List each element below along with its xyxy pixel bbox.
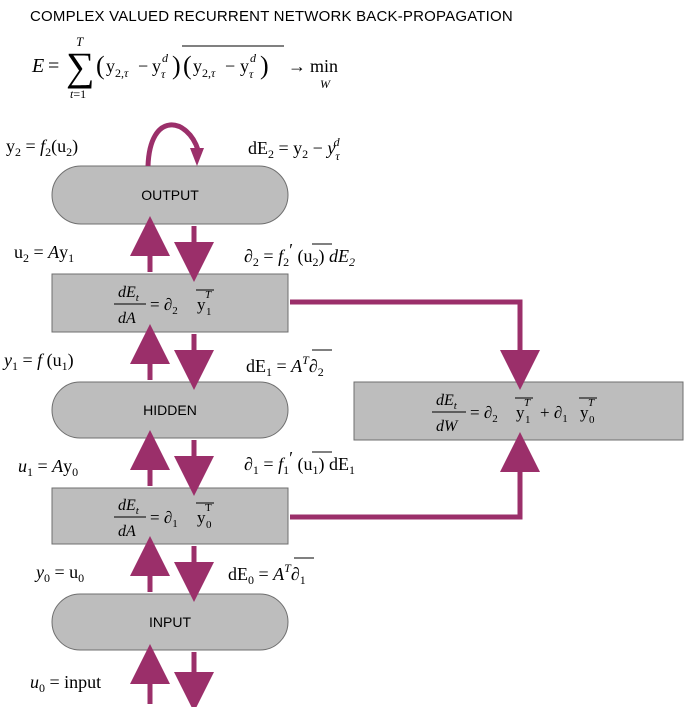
svg-text:0: 0 — [206, 519, 212, 531]
svg-text:y: y — [152, 56, 161, 76]
svg-text:(: ( — [96, 51, 105, 80]
loop-arrow-icon — [145, 122, 201, 167]
svg-text:y: y — [197, 295, 206, 314]
error-formula: E = ∑ T t=1 ( y 2,τ − y d τ ) ( y 2,τ − … — [31, 34, 338, 101]
svg-text:0: 0 — [589, 414, 595, 426]
output-label: OUTPUT — [141, 187, 199, 203]
gradient-box-dA-upper — [51, 273, 289, 333]
svg-text:dEt: dEt — [118, 284, 140, 304]
gradient-formula-dW: dEt dW = ∂2 y 1 T + ∂1 y 0 T — [432, 392, 597, 435]
eq-dE2: dE2 = y2 − yτd — [248, 135, 341, 163]
svg-text:T: T — [205, 502, 212, 514]
hidden-label: HIDDEN — [143, 402, 197, 418]
svg-text:W: W — [320, 77, 331, 91]
svg-text:y: y — [106, 56, 115, 76]
svg-text:min: min — [310, 56, 338, 76]
eq-dE0: dE0 = AT∂1 — [228, 561, 306, 587]
svg-text:∑: ∑ — [66, 44, 95, 89]
svg-text:dEt: dEt — [118, 497, 140, 517]
svg-text:= ∂1: = ∂1 — [150, 508, 178, 530]
eq-u2: u2 = Ay1 — [14, 242, 74, 265]
svg-text:τ: τ — [161, 67, 166, 81]
svg-text:(: ( — [183, 51, 192, 80]
svg-text:T: T — [76, 34, 84, 49]
svg-text:dA: dA — [118, 310, 136, 327]
svg-text:y: y — [580, 403, 589, 422]
eq-y1: y1 = f (u1) — [2, 350, 74, 373]
svg-text:y: y — [516, 403, 525, 422]
eq-u1: u1 = Ay0 — [18, 456, 78, 479]
svg-text:T: T — [588, 397, 595, 409]
eq-delta1: ∂1 = f1′ (u1) dE1 — [244, 448, 355, 477]
gradient-box-dW — [353, 381, 684, 441]
svg-text:t=1: t=1 — [70, 87, 86, 101]
svg-text:dW: dW — [436, 418, 459, 435]
eq-y0: y0 = u0 — [34, 562, 84, 585]
arrow-icon — [290, 432, 540, 520]
svg-text:y: y — [197, 508, 206, 527]
svg-text:1: 1 — [525, 414, 531, 426]
flow-arrows — [130, 122, 540, 707]
svg-text:+ ∂1: + ∂1 — [540, 403, 568, 425]
svg-text:−: − — [225, 56, 235, 76]
eq-delta2: ∂2 = f2′ (u2) dE2 — [244, 240, 355, 269]
output-node — [51, 165, 289, 225]
eq-dE1: dE1 = AT∂2 — [246, 353, 324, 379]
gradient-formula-lower: dEt dA = ∂1 y 0 T — [114, 497, 214, 540]
input-label: INPUT — [149, 614, 191, 630]
svg-text:d: d — [250, 51, 257, 65]
svg-text:dEt: dEt — [436, 392, 458, 412]
hidden-node — [51, 381, 289, 439]
svg-text:→: → — [288, 56, 306, 76]
svg-text:T: T — [205, 289, 212, 301]
svg-text:−: − — [138, 56, 148, 76]
gradient-box-dA-lower — [51, 487, 289, 545]
eq-u0: u0 = input — [30, 672, 101, 695]
svg-text:T: T — [524, 397, 531, 409]
svg-text:y: y — [240, 56, 249, 76]
svg-text:τ: τ — [249, 67, 254, 81]
svg-text:= ∂2: = ∂2 — [470, 403, 498, 425]
svg-text:=: = — [48, 55, 59, 77]
svg-text:y: y — [193, 56, 202, 76]
svg-text:): ) — [172, 51, 181, 80]
svg-text:2,τ: 2,τ — [115, 66, 129, 80]
eq-y2: y2 = f2(u2) — [6, 136, 78, 159]
svg-text:dA: dA — [118, 523, 136, 540]
diagram-title: COMPLEX VALUED RECURRENT NETWORK BACK-PR… — [30, 8, 513, 25]
svg-text:E: E — [31, 55, 44, 77]
arrow-icon — [290, 299, 540, 390]
svg-text:): ) — [260, 51, 269, 80]
gradient-formula-upper: dEt dA = ∂2 y 1 T — [114, 284, 214, 327]
input-node — [51, 593, 289, 651]
svg-text:d: d — [162, 51, 169, 65]
svg-text:= ∂2: = ∂2 — [150, 295, 178, 317]
svg-text:2,τ: 2,τ — [202, 66, 216, 80]
svg-text:1: 1 — [206, 306, 212, 318]
loop-arrowhead-icon — [190, 148, 204, 166]
